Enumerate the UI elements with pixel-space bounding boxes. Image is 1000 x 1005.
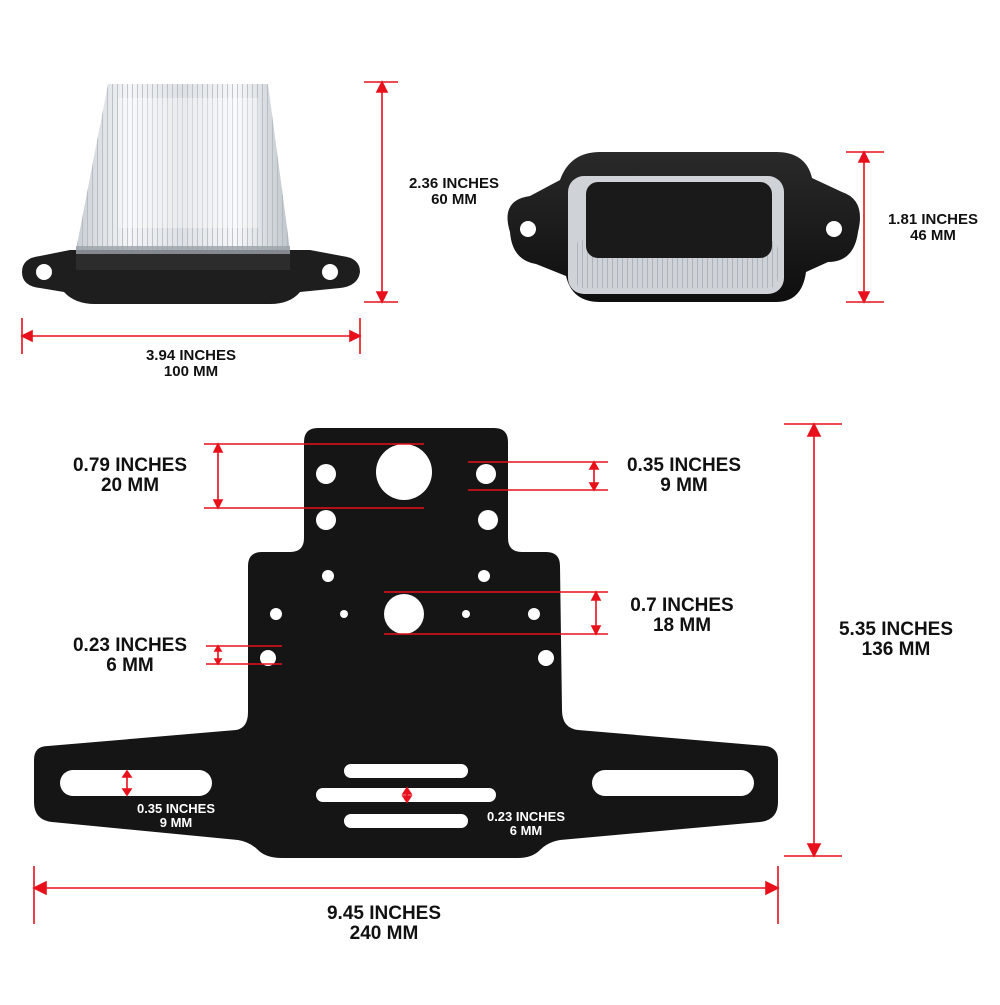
mount-hole-left-icon [36, 264, 52, 280]
slot-left-label: 0.35 INCHES 9 MM [120, 802, 232, 829]
large-hole-top-icon [376, 444, 432, 500]
lamp-front-image [22, 84, 360, 304]
small-hole-icon [260, 650, 276, 666]
top-mount-hole-right-icon [826, 221, 842, 237]
slot-center-mm: 6 MM [509, 822, 543, 838]
small-hole-mm: 6 MM [106, 654, 154, 676]
slot-left-icon [60, 770, 212, 796]
overall-height-mm: 136 MM [861, 638, 931, 660]
top-mount-hole-left-icon [520, 221, 536, 237]
small-hole-label: 0.23 INCHES 6 MM [56, 636, 204, 676]
lamp-top-height-inches: 1.81 INCHES [887, 211, 979, 228]
slot-center-label: 0.23 INCHES 6 MM [470, 810, 582, 837]
small-hole-inches: 0.23 INCHES [72, 635, 188, 656]
overall-height-label: 5.35 INCHES 136 MM [828, 620, 964, 660]
center-hole-mm: 18 MM [652, 614, 712, 636]
lamp-top-height-mm: 46 MM [910, 226, 956, 244]
dimension-lines [20, 80, 884, 924]
lamp-height-mm: 60 MM [431, 190, 477, 208]
lamp-height-label: 2.36 INCHES 60 MM [392, 176, 516, 208]
lamp-width-mm: 100 MM [163, 362, 219, 380]
slot-center-inches: 0.23 INCHES [486, 809, 566, 824]
slot-left-mm: 9 MM [159, 814, 193, 830]
right-hole-spacing-mm: 9 MM [660, 474, 708, 496]
mount-hole-right-icon [322, 264, 338, 280]
slot-right-icon [592, 770, 754, 796]
slot-center-icon [316, 788, 496, 802]
overall-width-mm: 240 MM [349, 922, 419, 944]
right-hole-spacing-inches: 0.35 INCHES [626, 455, 742, 476]
top-hole-spacing-inches: 0.79 INCHES [72, 455, 188, 476]
overall-width-inches: 9.45 INCHES [326, 903, 442, 924]
right-hole-spacing-label: 0.35 INCHES 9 MM [612, 456, 756, 496]
slot-left-inches: 0.35 INCHES [136, 801, 216, 816]
large-hole-center-icon [384, 594, 424, 634]
overall-height-inches: 5.35 INCHES [838, 619, 954, 640]
top-hole-spacing-label: 0.79 INCHES 20 MM [56, 456, 204, 496]
overall-width-label: 9.45 INCHES 240 MM [312, 904, 456, 944]
lamp-width-inches: 3.94 INCHES [145, 347, 237, 364]
lamp-height-inches: 2.36 INCHES [408, 175, 500, 192]
bracket-plate-image [34, 428, 778, 858]
lamp-top-height-label: 1.81 INCHES 46 MM [874, 212, 992, 244]
lamp-top-image [507, 152, 860, 302]
center-hole-inches: 0.7 INCHES [630, 595, 734, 616]
top-hole-spacing-mm: 20 MM [100, 474, 160, 496]
lamp-width-label: 3.94 INCHES 100 MM [128, 348, 254, 380]
center-hole-label: 0.7 INCHES 18 MM [614, 596, 750, 636]
